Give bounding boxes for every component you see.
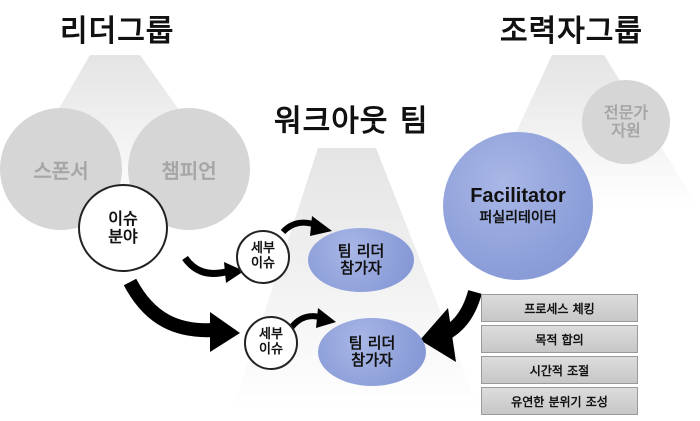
issue-area-circle: 이슈 분야: [78, 184, 168, 272]
issue-area-line-2: 분야: [108, 227, 138, 246]
sub-issue-2-line-2: 이슈: [259, 342, 283, 357]
arrow-issue-to-team-head: [210, 312, 240, 352]
sub-issue-circle-1: 세부 이슈: [236, 230, 290, 284]
team-member-circle-1: 팀 리더 참가자: [308, 228, 414, 292]
arrow-issue-to-subissue: [182, 255, 227, 277]
facilitator-label-en: Facilitator: [470, 185, 566, 208]
leader-group-heading: 리더그룹: [60, 14, 175, 49]
team-member-circle-2: 팀 리더 참가자: [318, 318, 426, 386]
sub-issue-circle-2: 세부 이슈: [244, 316, 298, 370]
role-goal-agreement: 목적 합의: [481, 325, 638, 353]
sub-issue-2-line-1: 세부: [259, 327, 283, 343]
role-flexible-atmosphere: 유연한 분위기 조성: [481, 387, 638, 415]
arrow-issue-to-team: [123, 278, 215, 338]
helper-group-heading: 조력자그룹: [500, 14, 643, 49]
issue-area-line-1: 이슈: [108, 208, 138, 228]
expert-resource-line-2: 자원: [611, 121, 641, 140]
team-member-2-line-1: 팀 리더: [348, 333, 396, 352]
arrow-issue-to-subissue-head: [224, 262, 244, 283]
sponsor-label: 스폰서: [33, 158, 89, 183]
team-member-1-line-2: 참가자: [340, 259, 382, 277]
expert-resource-line-1: 전문가: [603, 102, 649, 122]
role-process-checking: 프로세스 체킹: [481, 294, 638, 322]
arrow-subissue1-to-member-head: [310, 216, 332, 236]
team-member-1-line-1: 팀 리더: [337, 241, 385, 260]
arrow-facilitator-to-team-head: [420, 308, 456, 362]
workout-team-heading: 워크아웃 팀: [274, 104, 429, 139]
arrow-subissue2-to-member-head: [316, 308, 336, 328]
sub-issue-1-line-2: 이슈: [251, 256, 275, 271]
sub-issue-1-line-1: 세부: [251, 241, 275, 257]
expert-resource-circle: 전문가 자원: [582, 80, 670, 164]
team-member-2-line-2: 참가자: [351, 351, 393, 369]
champion-label: 챔피언: [161, 158, 217, 183]
role-time-adjustment: 시간적 조절: [481, 356, 638, 384]
facilitator-label-ko: 퍼실리테이터: [479, 210, 557, 227]
facilitator-circle: Facilitator 퍼실리테이터: [443, 132, 593, 280]
